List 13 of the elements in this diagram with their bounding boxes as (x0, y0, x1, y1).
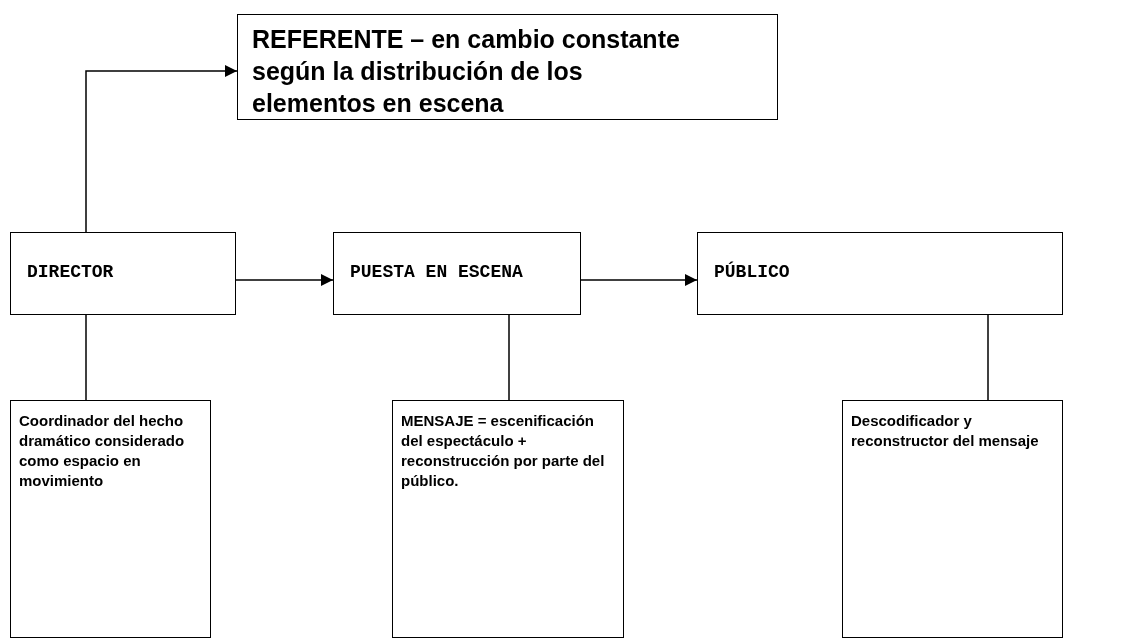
text-box: MENSAJE = escenificación del espectáculo + reconstrucción por parte del público. (392, 400, 624, 638)
connector-line (987, 314, 989, 401)
connector-line (508, 314, 510, 401)
text-box: Coordinador del hecho dramático considerado como espacio en movimiento (10, 400, 211, 638)
text-box: DIRECTOR (10, 232, 236, 315)
text-box: REFERENTE – en cambio constante según la distribución de los elementos en escena (237, 14, 778, 120)
arrow (85, 65, 238, 233)
text-box: PUESTA EN ESCENA (333, 232, 581, 315)
text-box: Descodificador y reconstructor del mensaje (842, 400, 1063, 638)
arrow (235, 274, 334, 286)
connector-line (85, 314, 87, 401)
text-box: PÚBLICO (697, 232, 1063, 315)
arrow (580, 274, 698, 286)
